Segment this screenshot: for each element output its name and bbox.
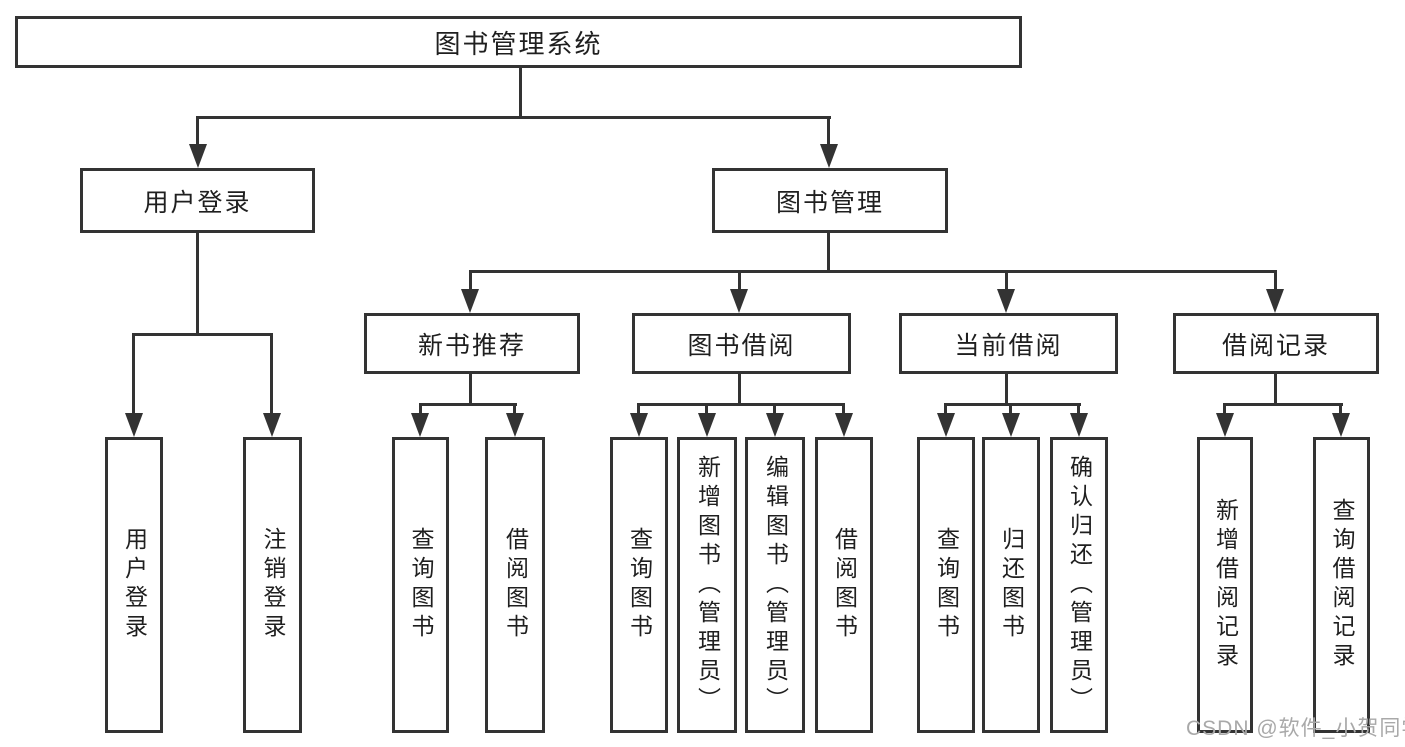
connector-drop-book-management: [827, 116, 830, 146]
leaf-add-borrow-record: 新增借阅记录: [1197, 437, 1253, 733]
connector-drop: [944, 403, 947, 415]
connector-user-login-stem: [196, 233, 199, 336]
node-current-borrow-label: 当前借阅: [954, 331, 1063, 360]
arrow-down-icon: [937, 413, 955, 437]
arrow-down-icon: [1332, 413, 1350, 437]
arrow-down-icon: [766, 413, 784, 437]
connector-level3-bus: [469, 270, 1277, 273]
connector-drop-current-borrow: [1005, 270, 1008, 291]
leaf-return-book: 归还图书: [982, 437, 1040, 733]
node-book-management-label: 图书管理: [775, 188, 884, 217]
connector-drop: [1223, 403, 1226, 415]
connector-book-borrow-bus: [637, 403, 845, 406]
connector-drop: [705, 403, 708, 415]
connector-new-book-bus: [419, 403, 517, 406]
connector-current-borrow-bus: [944, 403, 1081, 406]
connector-drop-new-book: [469, 270, 472, 291]
leaf-confirm-return-admin: 确认归还（管理员）: [1050, 437, 1108, 733]
leaf-borrow-books: 借阅图书: [815, 437, 873, 733]
arrow-down-icon: [1070, 413, 1088, 437]
leaf-query-borrow-record: 查询借阅记录: [1313, 437, 1370, 733]
arrow-down-icon: [189, 144, 207, 168]
node-borrow-records: 借阅记录: [1173, 313, 1379, 374]
arrow-down-icon: [997, 289, 1015, 313]
connector-drop: [842, 403, 845, 415]
connector-drop: [1009, 403, 1012, 415]
node-user-login-label: 用户登录: [143, 188, 252, 217]
arrow-down-icon: [1002, 413, 1020, 437]
leaf-add-book-admin: 新增图书（管理员）: [677, 437, 737, 733]
node-new-book-recommend: 新书推荐: [364, 313, 580, 374]
connector-drop: [637, 403, 640, 415]
connector-drop-borrow-records: [1274, 270, 1277, 291]
node-root-label: 图书管理系统: [434, 28, 603, 59]
leaf-edit-book-admin: 编辑图书（管理员）: [745, 437, 805, 733]
node-book-borrow-label: 图书借阅: [687, 331, 796, 360]
arrow-down-icon: [1216, 413, 1234, 437]
arrow-down-icon: [125, 413, 143, 437]
connector-user-login-bus: [132, 333, 273, 336]
connector-drop-user-login: [196, 116, 199, 146]
connector-drop-leaf-logout: [270, 333, 273, 415]
connector-drop-book-borrow: [738, 270, 741, 291]
arrow-down-icon: [1266, 289, 1284, 313]
arrow-down-icon: [730, 289, 748, 313]
arrow-down-icon: [835, 413, 853, 437]
arrow-down-icon: [820, 144, 838, 168]
node-book-management: 图书管理: [712, 168, 948, 233]
connector-current-borrow-stem: [1005, 374, 1008, 406]
connector-book-management-stem: [827, 233, 830, 273]
connector-drop: [773, 403, 776, 415]
connector-drop-leaf-user-login: [132, 333, 135, 415]
leaf-query-books-recommend: 查询图书: [392, 437, 449, 733]
connector-drop: [1339, 403, 1342, 415]
connector-root-bus: [196, 116, 831, 119]
connector-root-stem: [519, 68, 522, 118]
leaf-logout: 注销登录: [243, 437, 302, 733]
arrow-down-icon: [461, 289, 479, 313]
node-root: 图书管理系统: [15, 16, 1022, 68]
connector-borrow-records-stem: [1274, 374, 1277, 406]
connector-borrow-records-bus: [1223, 403, 1343, 406]
leaf-borrow-books-recommend: 借阅图书: [485, 437, 545, 733]
arrow-down-icon: [698, 413, 716, 437]
arrow-down-icon: [506, 413, 524, 437]
connector-book-borrow-stem: [738, 374, 741, 406]
node-current-borrow: 当前借阅: [899, 313, 1118, 374]
node-new-book-recommend-label: 新书推荐: [417, 331, 526, 360]
node-user-login: 用户登录: [80, 168, 315, 233]
leaf-query-books-current: 查询图书: [917, 437, 975, 733]
connector-drop: [1077, 403, 1080, 415]
leaf-user-login: 用户登录: [105, 437, 163, 733]
node-book-borrow: 图书借阅: [632, 313, 851, 374]
arrow-down-icon: [411, 413, 429, 437]
node-borrow-records-label: 借阅记录: [1221, 331, 1330, 360]
arrow-down-icon: [630, 413, 648, 437]
connector-drop: [419, 403, 422, 415]
connector-drop: [513, 403, 516, 415]
leaf-query-books-borrow: 查询图书: [610, 437, 668, 733]
connector-new-book-stem: [469, 374, 472, 406]
arrow-down-icon: [263, 413, 281, 437]
watermark: CSDN @软件_小贺同学: [1186, 717, 1405, 740]
